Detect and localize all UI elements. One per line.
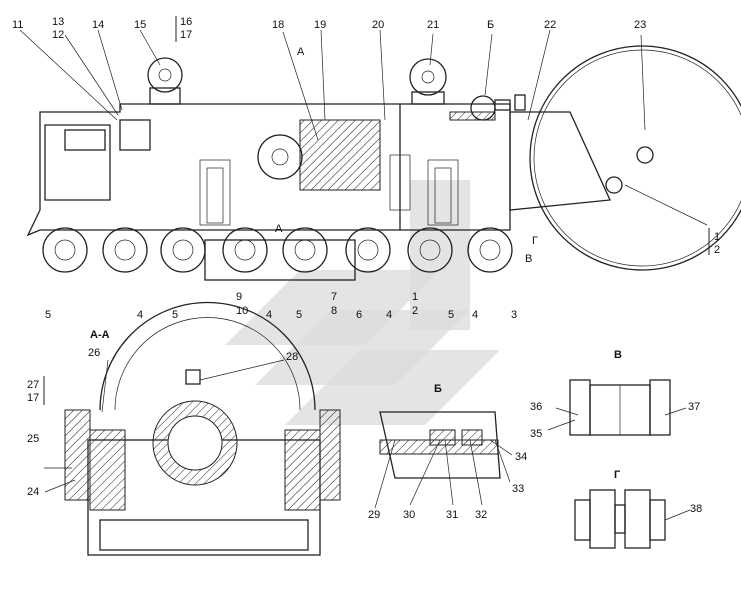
callout-16: 16 bbox=[180, 16, 192, 28]
callout-17: 17 bbox=[180, 29, 192, 41]
watermark-logo bbox=[225, 180, 500, 425]
callout-31: 31 bbox=[446, 509, 458, 521]
callout-11: 11 bbox=[12, 19, 23, 31]
callout-23: 23 bbox=[634, 19, 646, 31]
callout-35: 35 bbox=[530, 428, 542, 440]
bottom-callouts: 5 4 5 9 10 4 5 7 8 6 4 1 2 5 4 3 bbox=[45, 291, 517, 321]
callout-27: 27 bbox=[27, 379, 39, 391]
callout-bottom: 10 bbox=[236, 305, 248, 317]
callout-bottom: 7 bbox=[331, 291, 337, 303]
callout-12: 12 bbox=[52, 29, 64, 41]
view-b bbox=[379, 411, 501, 479]
callout-13: 13 bbox=[52, 16, 64, 28]
track-roller bbox=[407, 227, 453, 273]
view-g bbox=[574, 489, 666, 549]
callout-18: 18 bbox=[272, 19, 284, 31]
track-roller bbox=[467, 227, 513, 273]
callout-2: 2 bbox=[714, 244, 720, 256]
idler-wheel bbox=[529, 45, 741, 271]
callout-bottom: 5 bbox=[296, 309, 302, 321]
carrier-rollers bbox=[147, 57, 496, 121]
track-roller bbox=[222, 227, 268, 273]
track-roller bbox=[294, 239, 316, 261]
callout-14: 14 bbox=[92, 19, 104, 31]
callout-bottom: 4 bbox=[472, 309, 478, 321]
callout-bottom: 4 bbox=[386, 309, 392, 321]
callout-33: 33 bbox=[512, 483, 524, 495]
callout-bottom: 1 bbox=[412, 291, 418, 303]
callout-v: В bbox=[525, 253, 532, 265]
callout-20: 20 bbox=[372, 19, 384, 31]
track-roller bbox=[282, 227, 328, 273]
view-v bbox=[569, 379, 671, 436]
callout-bottom: 5 bbox=[172, 309, 178, 321]
track-roller bbox=[345, 227, 391, 273]
callout-g: Г bbox=[532, 235, 538, 247]
callout-bottom: 5 bbox=[448, 309, 454, 321]
track-roller bbox=[357, 239, 379, 261]
track-roller bbox=[479, 239, 501, 261]
track-roller bbox=[160, 227, 206, 273]
section-aa-view bbox=[64, 301, 341, 556]
callout-28: 28 bbox=[286, 351, 298, 363]
leader-lines bbox=[19, 29, 708, 521]
track-roller bbox=[234, 239, 256, 261]
view-b-title: Б bbox=[434, 383, 442, 395]
track-frame bbox=[26, 94, 611, 281]
section-mark-a-bottom: А bbox=[275, 223, 283, 235]
callout-30: 30 bbox=[403, 509, 415, 521]
callout-37: 37 bbox=[688, 401, 700, 413]
callout-38: 38 bbox=[690, 503, 702, 515]
callout-bottom: 2 bbox=[412, 305, 418, 317]
callout-22: 22 bbox=[544, 19, 556, 31]
track-rollers bbox=[42, 227, 513, 273]
callout-24: 24 bbox=[27, 486, 39, 498]
callout-bottom: 4 bbox=[137, 309, 143, 321]
view-v-title: В bbox=[614, 349, 622, 361]
callout-bottom: 3 bbox=[511, 309, 517, 321]
callout-b: Б bbox=[487, 19, 494, 31]
callout-bottom: 9 bbox=[236, 291, 242, 303]
callout-17b: 17 bbox=[27, 392, 39, 404]
callout-26: 26 bbox=[88, 347, 100, 359]
section-aa-title: А-А bbox=[90, 329, 110, 341]
callout-1: 1 bbox=[714, 231, 720, 243]
track-roller bbox=[114, 239, 136, 261]
callout-bottom: 4 bbox=[266, 309, 272, 321]
section-mark-a: А bbox=[297, 46, 305, 58]
view-g-title: Г bbox=[614, 469, 621, 481]
track-roller bbox=[42, 227, 88, 273]
callout-36: 36 bbox=[530, 401, 542, 413]
track-roller bbox=[419, 239, 441, 261]
callout-15: 15 bbox=[134, 19, 146, 31]
callout-bottom: 5 bbox=[45, 309, 51, 321]
callout-bottom: 6 bbox=[356, 309, 362, 321]
callout-32: 32 bbox=[475, 509, 487, 521]
track-roller bbox=[102, 227, 148, 273]
callout-29: 29 bbox=[368, 509, 380, 521]
track-roller bbox=[54, 239, 76, 261]
callout-25: 25 bbox=[27, 433, 39, 445]
callout-34: 34 bbox=[515, 451, 527, 463]
callout-19: 19 bbox=[314, 19, 326, 31]
callout-21: 21 bbox=[427, 19, 439, 31]
callout-bottom: 8 bbox=[331, 305, 337, 317]
track-roller bbox=[172, 239, 194, 261]
